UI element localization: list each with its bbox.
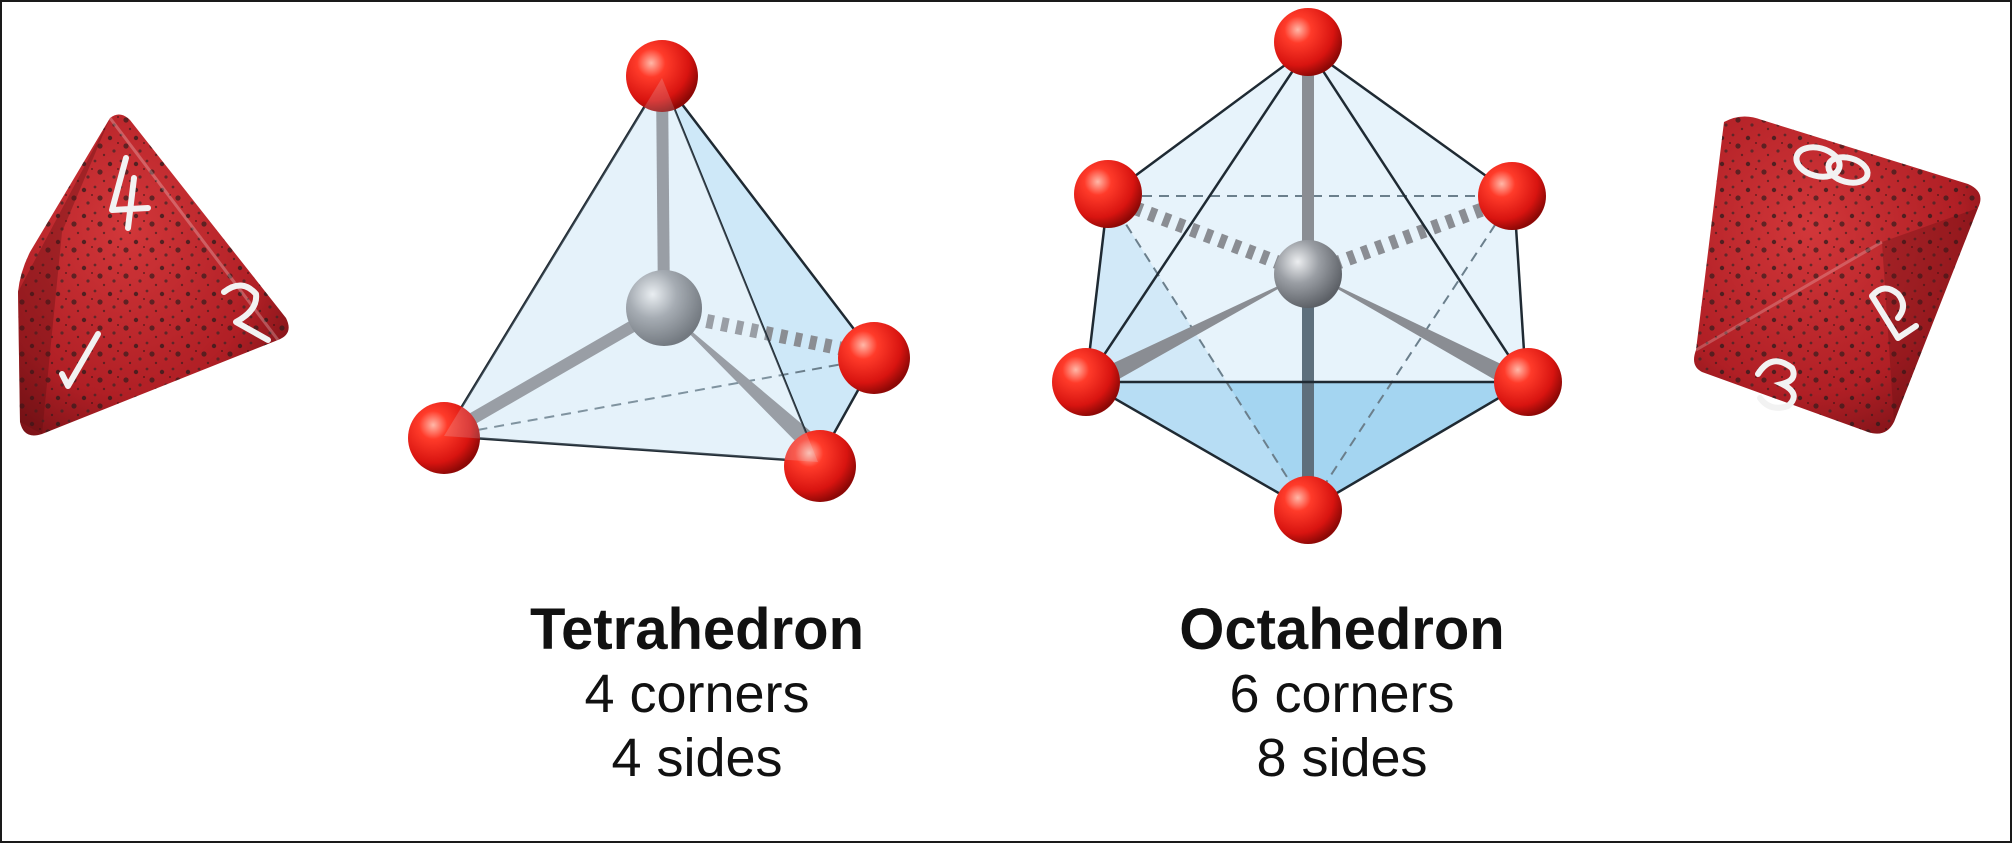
corner-atom: [1478, 162, 1546, 230]
wedge-bond: [664, 308, 828, 454]
central-atom: [1274, 240, 1342, 308]
shape-name: Octahedron: [1179, 597, 1505, 662]
corner-atom: [784, 430, 856, 502]
sides-label: 4 sides: [611, 728, 783, 788]
corners-label: 6 corners: [1229, 664, 1455, 724]
tetrahedron-caption: Tetrahedron 4 corners 4 sides: [487, 598, 907, 790]
tetrahedron-model: [408, 40, 910, 502]
corner-atom: [408, 402, 480, 474]
central-atom: [626, 270, 702, 346]
corner-atom: [1494, 348, 1562, 416]
corner-atom: [1274, 476, 1342, 544]
d4-die-image: [18, 114, 289, 436]
corner-atom: [1274, 8, 1342, 76]
corner-atom: [1074, 160, 1142, 228]
wedge-bond: [1090, 272, 1308, 392]
octahedron-model: [1052, 8, 1562, 544]
d8-die-image: [1694, 116, 1981, 434]
sides-label: 8 sides: [1256, 728, 1428, 788]
shape-name: Tetrahedron: [529, 597, 865, 662]
corners-label: 4 corners: [584, 664, 810, 724]
wedge-bond: [1308, 272, 1522, 392]
dashed-bond: [1331, 193, 1511, 271]
corner-atom: [838, 322, 910, 394]
octahedron-caption: Octahedron 6 corners 8 sides: [1132, 598, 1552, 790]
corner-atom: [1052, 348, 1120, 416]
corner-atom: [626, 40, 698, 112]
